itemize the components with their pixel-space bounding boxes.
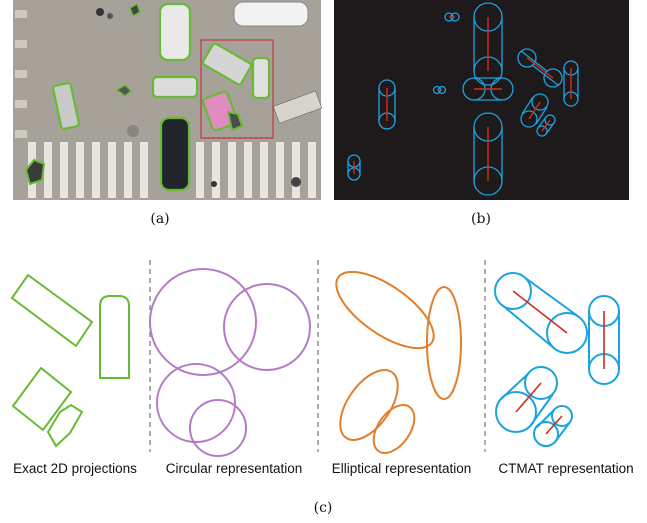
car-small [151, 75, 199, 99]
panel-label-elliptical: Elliptical representation [331, 461, 472, 476]
pedestrian-mid [115, 84, 133, 97]
car-vertical [251, 56, 271, 100]
caption-b: (b) [471, 211, 491, 227]
pink-tricycle [201, 90, 239, 132]
person-3 [291, 177, 301, 187]
ctmat-overview-panel [334, 0, 629, 200]
capsule-diagonal-right [517, 48, 563, 88]
sidewalk-tiles [15, 10, 27, 138]
ellipse-lower [339, 369, 399, 441]
circle-shapes [149, 268, 311, 457]
caption-c: (c) [313, 500, 333, 516]
projection-small [46, 403, 84, 448]
ellipse-large [335, 270, 435, 350]
ctmat-capsule-diagonal [494, 272, 588, 354]
car-dark [159, 116, 191, 192]
capsule-left-vertical [378, 79, 396, 130]
capsule-large-top [473, 2, 503, 86]
ctmat-capsule-lower [495, 366, 558, 433]
aerial-photo-panel [13, 0, 323, 200]
pedestrian-left [24, 158, 46, 186]
person-2 [107, 13, 113, 19]
exact-projection-shapes [10, 273, 130, 448]
capsule-tiny-left [347, 154, 361, 181]
white-car-top [233, 1, 309, 27]
circle-right [223, 283, 311, 371]
circle-large [149, 268, 257, 376]
capsule-large-bottom [473, 112, 503, 196]
capsule-horizontal-mid [462, 77, 514, 101]
capsule-lower-right [520, 93, 549, 128]
ellipse-vertical [426, 286, 462, 400]
crosswalk-stripes [28, 142, 316, 198]
ctmat-shapes [494, 272, 620, 447]
circle-small [189, 399, 247, 457]
projection-square [11, 366, 73, 432]
panel-separators [149, 260, 486, 452]
caption-a: (a) [150, 211, 170, 227]
panel-label-ctmat: CTMAT representation [498, 461, 634, 476]
circle-lower [156, 363, 236, 443]
motor-cart [52, 82, 80, 130]
capsule-small-right [536, 114, 556, 137]
pedestrian-top [129, 2, 141, 18]
ellipse-shapes [335, 270, 462, 454]
panel-label-circular: Circular representation [165, 461, 303, 476]
van [201, 42, 253, 86]
panel-label-exact: Exact 2D projections [13, 461, 137, 476]
car-white-1 [158, 2, 192, 62]
projection-rectangle [10, 273, 94, 348]
detected-objects [24, 2, 301, 192]
ellipse-small [372, 404, 416, 454]
person-1 [96, 8, 104, 16]
truck [272, 90, 323, 124]
projection-capsule [99, 295, 130, 379]
ctmat-capsule-vertical [588, 295, 620, 385]
ctmat-capsule-small [533, 405, 573, 447]
manhole [127, 125, 139, 137]
capsule-tiny-top [444, 12, 460, 22]
pedestrian-right [226, 110, 244, 132]
person-4 [211, 181, 217, 187]
roi-rectangle [200, 39, 274, 139]
capsule-tiny-mid [432, 85, 447, 95]
capsule-far-right [563, 60, 579, 107]
